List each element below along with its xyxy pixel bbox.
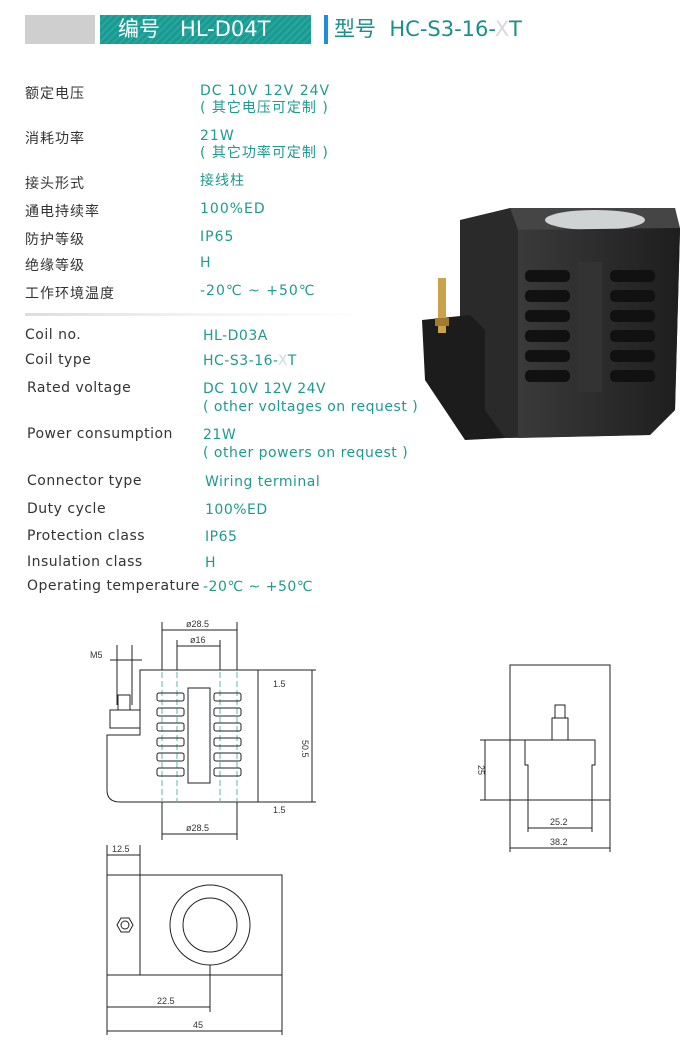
spec-value: H bbox=[200, 255, 212, 271]
spec-label: Coil no. bbox=[25, 327, 82, 343]
dim-terminal-width: 12.5 bbox=[112, 844, 130, 854]
spec-value-text: 21W bbox=[203, 427, 237, 443]
coil-type-prefix: HC-S3-16- bbox=[203, 353, 278, 369]
spec-value: IP65 bbox=[200, 229, 235, 245]
spec-value-text: 21W bbox=[200, 128, 235, 144]
code-label: 编号 bbox=[118, 17, 160, 41]
model-label: 型号 bbox=[334, 17, 376, 41]
spec-label: Rated voltage bbox=[27, 380, 132, 396]
spec-label: 工作环境温度 bbox=[25, 286, 115, 302]
dim-side-width: 38.2 bbox=[550, 837, 568, 847]
model-suffix: T bbox=[508, 17, 522, 41]
spec-value: HC-S3-16-XT bbox=[203, 352, 297, 370]
spec-label: Operating temperature bbox=[27, 578, 200, 594]
dim-thread: M5 bbox=[90, 650, 103, 660]
dim-height: 50.5 bbox=[300, 740, 310, 758]
header-gray-block bbox=[25, 15, 95, 44]
model-prefix: HC-S3-16- bbox=[389, 17, 495, 41]
spec-value: IP65 bbox=[205, 529, 238, 545]
spec-value: -20℃ ~ +50℃ bbox=[203, 579, 313, 595]
spec-label: 绝缘等级 bbox=[25, 258, 85, 274]
code-value: HL-D04T bbox=[180, 17, 271, 41]
spec-value: DC 10V 12V 24V( 其它电压可定制 ) bbox=[200, 83, 330, 117]
spec-note: ( other voltages on request ) bbox=[203, 399, 419, 415]
spec-value: 100%ED bbox=[205, 502, 268, 518]
coil-type-suffix: T bbox=[287, 353, 297, 369]
dim-gap-top: 1.5 bbox=[273, 679, 286, 689]
spec-value: -20℃ ~ +50℃ bbox=[200, 283, 316, 299]
spec-value: HL-D03A bbox=[203, 328, 268, 344]
spec-value: DC 10V 12V 24V ( other voltages on reques… bbox=[203, 380, 418, 416]
spec-value: H bbox=[205, 555, 217, 571]
dim-center: 22.5 bbox=[157, 996, 175, 1006]
coil-type-x: X bbox=[277, 353, 288, 369]
spec-label: 消耗功率 bbox=[25, 131, 85, 147]
spec-value: Wiring terminal bbox=[205, 474, 321, 490]
spec-label: Connector type bbox=[27, 473, 142, 489]
dim-length: 45 bbox=[193, 1020, 203, 1030]
product-photo bbox=[422, 208, 680, 440]
spec-label: 接头形式 bbox=[25, 176, 85, 192]
spec-label: Power consumption bbox=[27, 426, 173, 442]
spec-label: 通电持续率 bbox=[25, 204, 100, 220]
spec-label: Coil type bbox=[25, 352, 92, 368]
spec-note: ( 其它电压可定制 ) bbox=[200, 100, 329, 116]
spec-label: 防护等级 bbox=[25, 232, 85, 248]
front-view-drawing: M5 ø28.5 ø16 1.5 50.5 1.5 ø28.5 bbox=[90, 619, 316, 840]
spec-note: ( other powers on request ) bbox=[203, 445, 409, 461]
header-accent-bar bbox=[324, 15, 328, 44]
side-view-drawing: 25 25.2 38.2 bbox=[476, 664, 611, 852]
spec-value-text: DC 10V 12V 24V bbox=[203, 381, 327, 397]
spec-note: ( 其它功率可定制 ) bbox=[200, 145, 329, 161]
dim-outer-top: ø28.5 bbox=[186, 619, 209, 629]
dim-outer-bottom: ø28.5 bbox=[186, 823, 209, 833]
spec-value: 接线柱 bbox=[200, 173, 245, 189]
header-model: 型号 HC-S3-16-XT bbox=[334, 14, 522, 44]
dim-side-inner-width: 25.2 bbox=[550, 817, 568, 827]
spec-value-text: DC 10V 12V 24V bbox=[200, 83, 331, 99]
spec-value: 21W( 其它功率可定制 ) bbox=[200, 128, 329, 162]
spec-label: Protection class bbox=[27, 528, 146, 544]
dim-inner: ø16 bbox=[190, 635, 206, 645]
spec-value: 100%ED bbox=[200, 201, 266, 217]
spec-label: Duty cycle bbox=[27, 501, 107, 517]
spec-label: 额定电压 bbox=[25, 86, 85, 102]
header-code: 编号 HL-D04T bbox=[100, 15, 311, 44]
section-divider bbox=[25, 313, 375, 316]
dim-gap-bottom: 1.5 bbox=[273, 805, 286, 815]
top-view-drawing: 12.5 22.5 45 bbox=[106, 844, 283, 1035]
dim-side-height: 25 bbox=[476, 765, 486, 775]
spec-label: Insulation class bbox=[27, 554, 143, 570]
spec-value: 21W ( other powers on request ) bbox=[203, 426, 408, 462]
model-x: X bbox=[494, 17, 509, 41]
